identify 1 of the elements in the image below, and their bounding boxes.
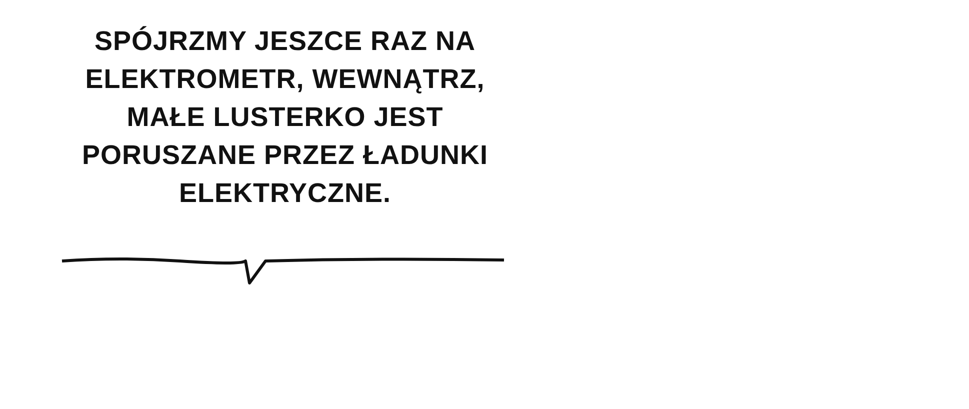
- speech-text: SPÓJRZMY JESZCE RAZ NA ELEKTROMETR, WEWNĄTRZ, MAŁE LUSTERKO JEST PORUSZANE PRZEZ ŁADUNKI ELEKTRYCZNE.: [80, 25, 489, 210]
